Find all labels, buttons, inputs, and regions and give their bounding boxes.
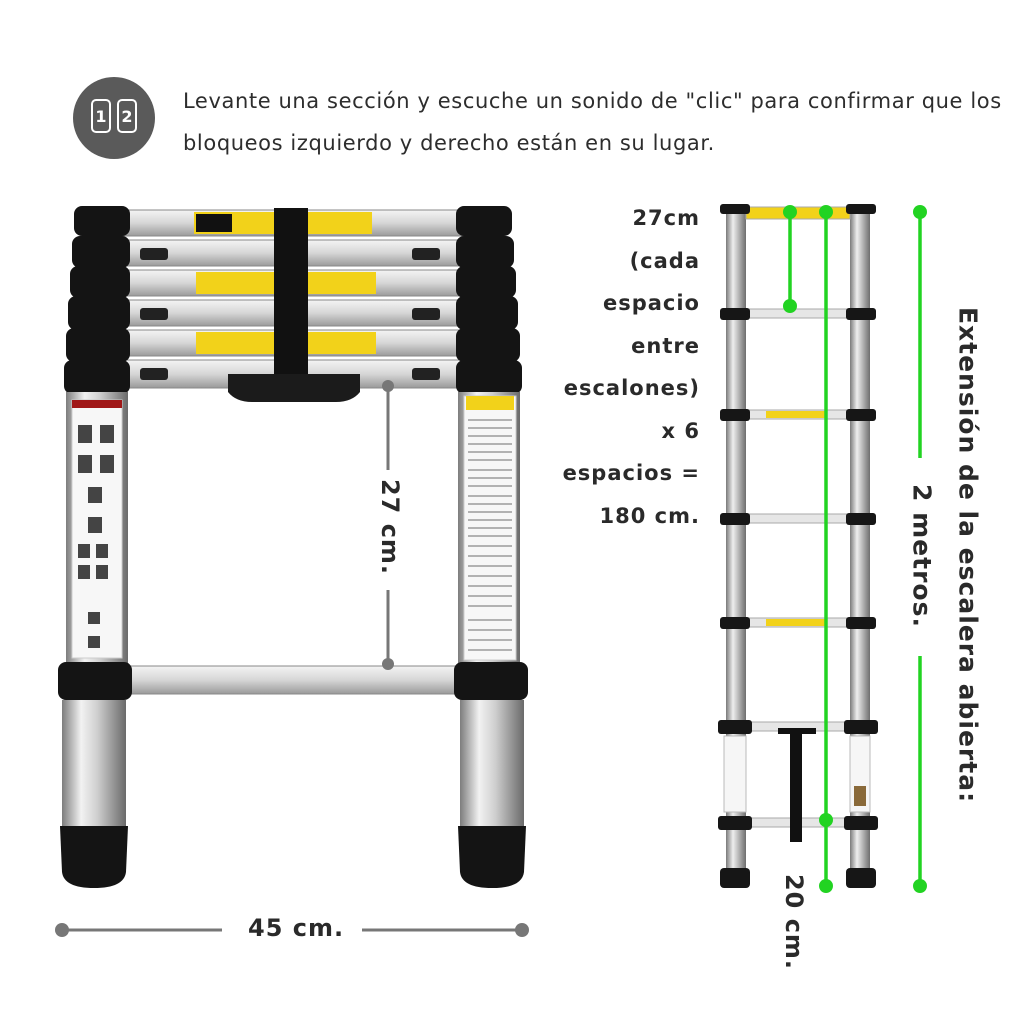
instruction-text: Levante una sección y escuche un sonido … xyxy=(183,80,1002,164)
left-stacked-caps xyxy=(64,206,130,394)
height-27cm-label: 27 cm. xyxy=(376,478,404,576)
total-2m-label: 2 metros. xyxy=(907,484,937,628)
bottom-rung xyxy=(119,665,467,695)
instruction-line-1: Levante una sección y escuche un sonido … xyxy=(183,89,1002,113)
green-dimension-lines xyxy=(788,212,922,886)
left-lower-tube xyxy=(62,700,126,830)
extended-strap xyxy=(778,728,816,842)
sticker-pictograms xyxy=(78,425,114,648)
step-badge: 1 2 xyxy=(73,77,155,159)
key-1-icon: 1 xyxy=(91,99,111,133)
extended-left-rail xyxy=(726,208,746,888)
extended-right-rail xyxy=(850,208,870,888)
extended-caps xyxy=(718,204,878,888)
width-45cm-label: 45 cm. xyxy=(248,914,345,942)
right-lower-tube xyxy=(460,700,524,830)
step-spacing-note: 27cm (cada espacio entre escalones) x 6 … xyxy=(562,206,700,528)
left-foot-cap xyxy=(60,826,128,888)
instruction-line-2: bloqueos izquierdo y derecho están en su… xyxy=(183,131,715,155)
right-foot-cap xyxy=(458,826,526,888)
carry-strap xyxy=(274,208,308,388)
right-stacked-caps xyxy=(456,206,522,394)
extension-label: Extensión de la escalera abierta: xyxy=(953,306,983,804)
bottom-20cm-label: 20 cm. xyxy=(780,873,808,971)
key-2-icon: 2 xyxy=(117,99,137,133)
carry-handle-icon xyxy=(228,374,360,402)
